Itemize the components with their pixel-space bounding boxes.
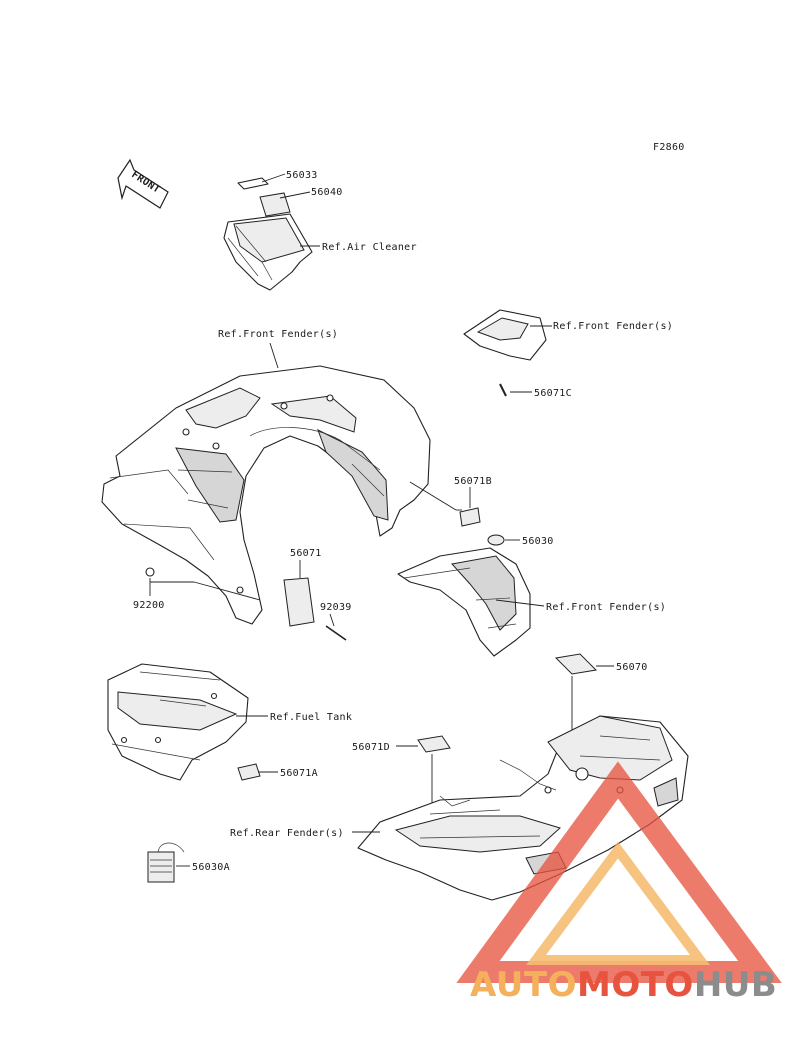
front-arrow-icon: FRONT	[117, 158, 169, 209]
air-cleaner-cover	[223, 173, 320, 291]
label-56071: 56071	[290, 548, 322, 559]
tag-56030a	[147, 842, 185, 883]
label-56040: 56040	[311, 187, 343, 198]
front-fender-assembly	[101, 365, 431, 625]
label-ref-rear-fenders: Ref.Rear Fender(s)	[230, 828, 344, 839]
decal-56071b	[459, 507, 481, 527]
label-ref-front-fender-3: Ref.Front Fender(s)	[546, 602, 666, 613]
watermark-part-moto: MOTO	[577, 965, 694, 1005]
label-56033: 56033	[286, 170, 318, 181]
watermark-part-hub: HUB	[694, 965, 777, 1005]
label-92039: 92039	[320, 602, 352, 613]
front-fender-small-part	[463, 309, 552, 397]
decal-56071a	[237, 763, 261, 781]
decal-56071	[283, 577, 315, 627]
label-56070: 56070	[616, 662, 648, 673]
label-ref-front-fenders-1: Ref.Front Fender(s)	[218, 329, 338, 340]
label-92200: 92200	[133, 600, 165, 611]
watermark-part-auto: AUTO	[470, 965, 577, 1005]
label-56071b: 56071B	[454, 476, 492, 487]
label-56030: 56030	[522, 536, 554, 547]
label-56071c: 56071C	[534, 388, 572, 399]
label-ref-fuel-tank: Ref.Fuel Tank	[270, 712, 352, 723]
cap-56030	[487, 534, 505, 546]
label-56030a: 56030A	[192, 862, 230, 873]
label-56071d: 56071D	[352, 742, 390, 753]
label-ref-front-fenders-2: Ref.Front Fender(s)	[553, 321, 673, 332]
decal-56071d	[417, 735, 451, 753]
figure-code: F2860	[653, 142, 685, 153]
fuel-tank-tray	[107, 663, 249, 781]
decal-56070	[554, 653, 598, 675]
front-fender-right	[397, 547, 531, 657]
watermark-text: AUTOMOTOHUB	[470, 965, 777, 1005]
clip-92200	[145, 567, 155, 577]
rear-fender	[357, 715, 689, 901]
label-ref-air-cleaner: Ref.Air Cleaner	[322, 242, 417, 253]
automotohub-logo	[456, 761, 782, 983]
label-56071a: 56071A	[280, 768, 318, 779]
